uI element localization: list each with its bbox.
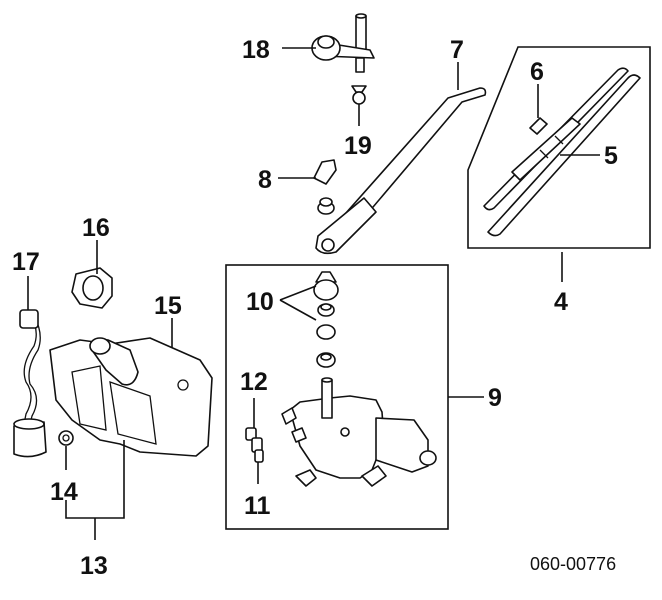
diagram-code: 060-00776 [530, 554, 616, 574]
callout-6: 6 [530, 58, 544, 86]
callout-15: 15 [154, 292, 182, 320]
callout-5: 5 [604, 142, 618, 170]
motor-shaft-seals [313, 271, 339, 368]
callout-17: 17 [12, 248, 40, 276]
callout-4: 4 [554, 288, 568, 316]
callout-10: 10 [246, 288, 274, 316]
washer-reservoir [49, 337, 213, 457]
callout-8: 8 [258, 166, 272, 194]
callout-19: 19 [344, 132, 372, 160]
callout-12: 12 [240, 368, 268, 396]
callout-18: 18 [242, 36, 270, 64]
callout-7: 7 [450, 36, 464, 64]
callout-16: 16 [82, 214, 110, 242]
washer-pump [13, 309, 47, 458]
blade-clip [529, 117, 548, 135]
motor-connector [245, 427, 264, 463]
arm-cap [313, 159, 337, 185]
arm-nut [317, 197, 335, 215]
pivot-grommet [351, 85, 367, 105]
wiper-pivot [311, 13, 375, 73]
leader-lines [27, 47, 600, 540]
wiper-motor [281, 377, 437, 487]
callout-9: 9 [488, 384, 502, 412]
blade-assembly-frame [467, 46, 651, 249]
filler-seal [71, 267, 113, 309]
pump-grommet [58, 430, 74, 446]
callout-11: 11 [244, 492, 271, 520]
callout-14: 14 [50, 478, 78, 506]
callout-13: 13 [80, 552, 108, 580]
wiper-arm [315, 87, 487, 255]
